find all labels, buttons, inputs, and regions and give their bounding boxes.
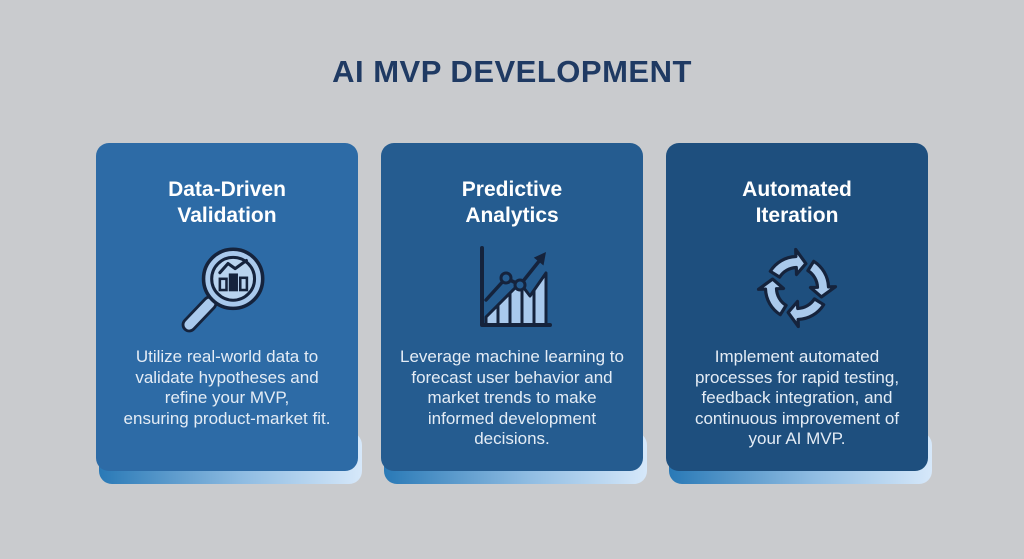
card-surface: Data-Driven Validation (96, 143, 358, 471)
trend-chart-icon (381, 237, 643, 339)
card-heading: Data-Driven Validation (168, 178, 286, 228)
cards-row: Data-Driven Validation (0, 143, 1024, 484)
card-description: Implement automated processes for rapid … (694, 347, 900, 449)
card-description: Utilize real-world data to validate hypo… (123, 347, 331, 428)
card-data-driven-validation: Data-Driven Validation (96, 143, 362, 484)
card-surface: Automated Iteration Implement automated … (666, 143, 928, 471)
magnifier-bar-chart-icon (96, 237, 358, 339)
cycle-arrows-icon (666, 237, 928, 339)
card-predictive-analytics: Predictive Analytics (381, 143, 647, 484)
card-automated-iteration: Automated Iteration Implement automated … (666, 143, 932, 484)
card-heading: Predictive Analytics (461, 178, 563, 228)
page-title: AI MVP DEVELOPMENT (332, 54, 692, 89)
card-description: Leverage machine learning to forecast us… (400, 347, 624, 449)
card-heading: Automated Iteration (742, 178, 852, 228)
card-surface: Predictive Analytics (381, 143, 643, 471)
